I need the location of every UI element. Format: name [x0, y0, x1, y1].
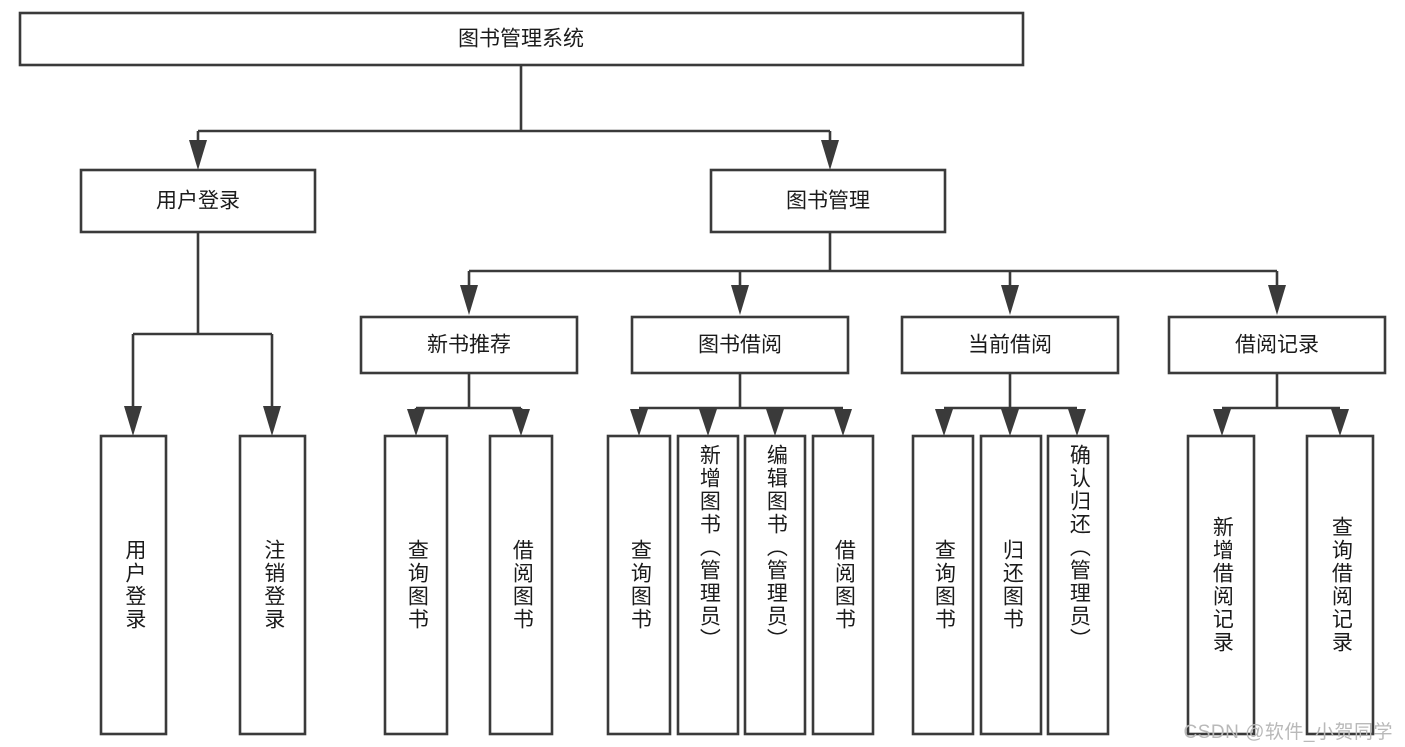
arrowhead-leaf-query-record	[1331, 409, 1349, 436]
arrowhead-leaf-borrow-book	[834, 409, 852, 436]
arrowhead-leaf-cur-query	[935, 409, 953, 436]
arrowhead-book-manage	[821, 140, 839, 170]
arrowhead-leaf-add-record	[1213, 409, 1231, 436]
node-leaf-rec-query-box[interactable]	[383, 434, 449, 736]
node-leaf-user-login-box[interactable]	[99, 434, 168, 736]
connector-group-book-borrow	[630, 373, 852, 436]
node-book-borrow-box[interactable]	[630, 315, 850, 375]
connector-group-borrow-record	[1213, 373, 1349, 436]
arrowhead-current-borrow	[1001, 285, 1019, 315]
node-borrow-record-box[interactable]	[1167, 315, 1387, 375]
arrowhead-leaf-borrow-query	[630, 409, 648, 436]
node-leaf-borrow-book-box[interactable]	[811, 434, 875, 736]
node-root[interactable]: 图书管理系统	[18, 11, 1025, 67]
node-leaf-cur-query-box[interactable]	[911, 434, 975, 736]
arrowhead-leaf-user-login	[124, 406, 142, 436]
node-user-login-box[interactable]	[79, 168, 317, 234]
node-leaf-add-book-box[interactable]	[676, 434, 740, 736]
node-leaf-add-record-box[interactable]	[1186, 434, 1256, 736]
node-book-borrow[interactable]: 图书借阅	[630, 315, 850, 375]
node-root-box[interactable]	[18, 11, 1025, 67]
node-leaf-query-record-box[interactable]	[1305, 434, 1375, 736]
arrowhead-leaf-add-book	[699, 409, 717, 436]
node-new-book-rec[interactable]: 新书推荐	[359, 315, 579, 375]
connector-group-current-borrow	[935, 373, 1086, 436]
node-borrow-record[interactable]: 借阅记录	[1167, 315, 1387, 375]
node-borrow-record-label: 借阅记录	[1235, 334, 1319, 357]
node-book-manage-label: 图书管理	[786, 190, 870, 213]
node-user-login[interactable]: 用户登录	[79, 168, 317, 234]
arrowhead-borrow-record	[1268, 285, 1286, 315]
arrowhead-user-login	[189, 140, 207, 170]
arrowhead-leaf-confirm-return	[1068, 409, 1086, 436]
node-root-label: 图书管理系统	[458, 28, 584, 51]
arrowhead-leaf-return-book	[1001, 409, 1019, 436]
node-leaf-rec-borrow-box[interactable]	[488, 434, 554, 736]
connector-group-root	[189, 65, 839, 170]
node-leaf-edit-book-box[interactable]	[743, 434, 807, 736]
node-leaf-borrow-query-box[interactable]	[606, 434, 672, 736]
arrowhead-new-book-rec	[460, 285, 478, 315]
node-current-borrow-box[interactable]	[900, 315, 1120, 375]
node-new-book-rec-box[interactable]	[359, 315, 579, 375]
connector-group-user-login	[124, 232, 281, 436]
arrowhead-leaf-logout	[263, 406, 281, 436]
arrowhead-leaf-rec-query	[407, 409, 425, 436]
node-current-borrow-label: 当前借阅	[968, 334, 1052, 357]
arrowhead-book-borrow	[731, 285, 749, 315]
connector-group-book-manage	[460, 232, 1286, 315]
node-user-login-label: 用户登录	[156, 190, 240, 213]
node-book-manage-box[interactable]	[709, 168, 947, 234]
node-leaf-return-book-box[interactable]	[979, 434, 1043, 736]
node-leaf-logout-box[interactable]	[238, 434, 307, 736]
node-current-borrow[interactable]: 当前借阅	[900, 315, 1120, 375]
node-leaf-confirm-return-box[interactable]	[1046, 434, 1110, 736]
connector-group-new-book-rec	[407, 373, 530, 436]
arrowhead-leaf-rec-borrow	[512, 409, 530, 436]
arrowhead-leaf-edit-book	[766, 409, 784, 436]
node-new-book-rec-label: 新书推荐	[427, 334, 511, 357]
node-book-manage[interactable]: 图书管理	[709, 168, 947, 234]
node-book-borrow-label: 图书借阅	[698, 334, 782, 357]
